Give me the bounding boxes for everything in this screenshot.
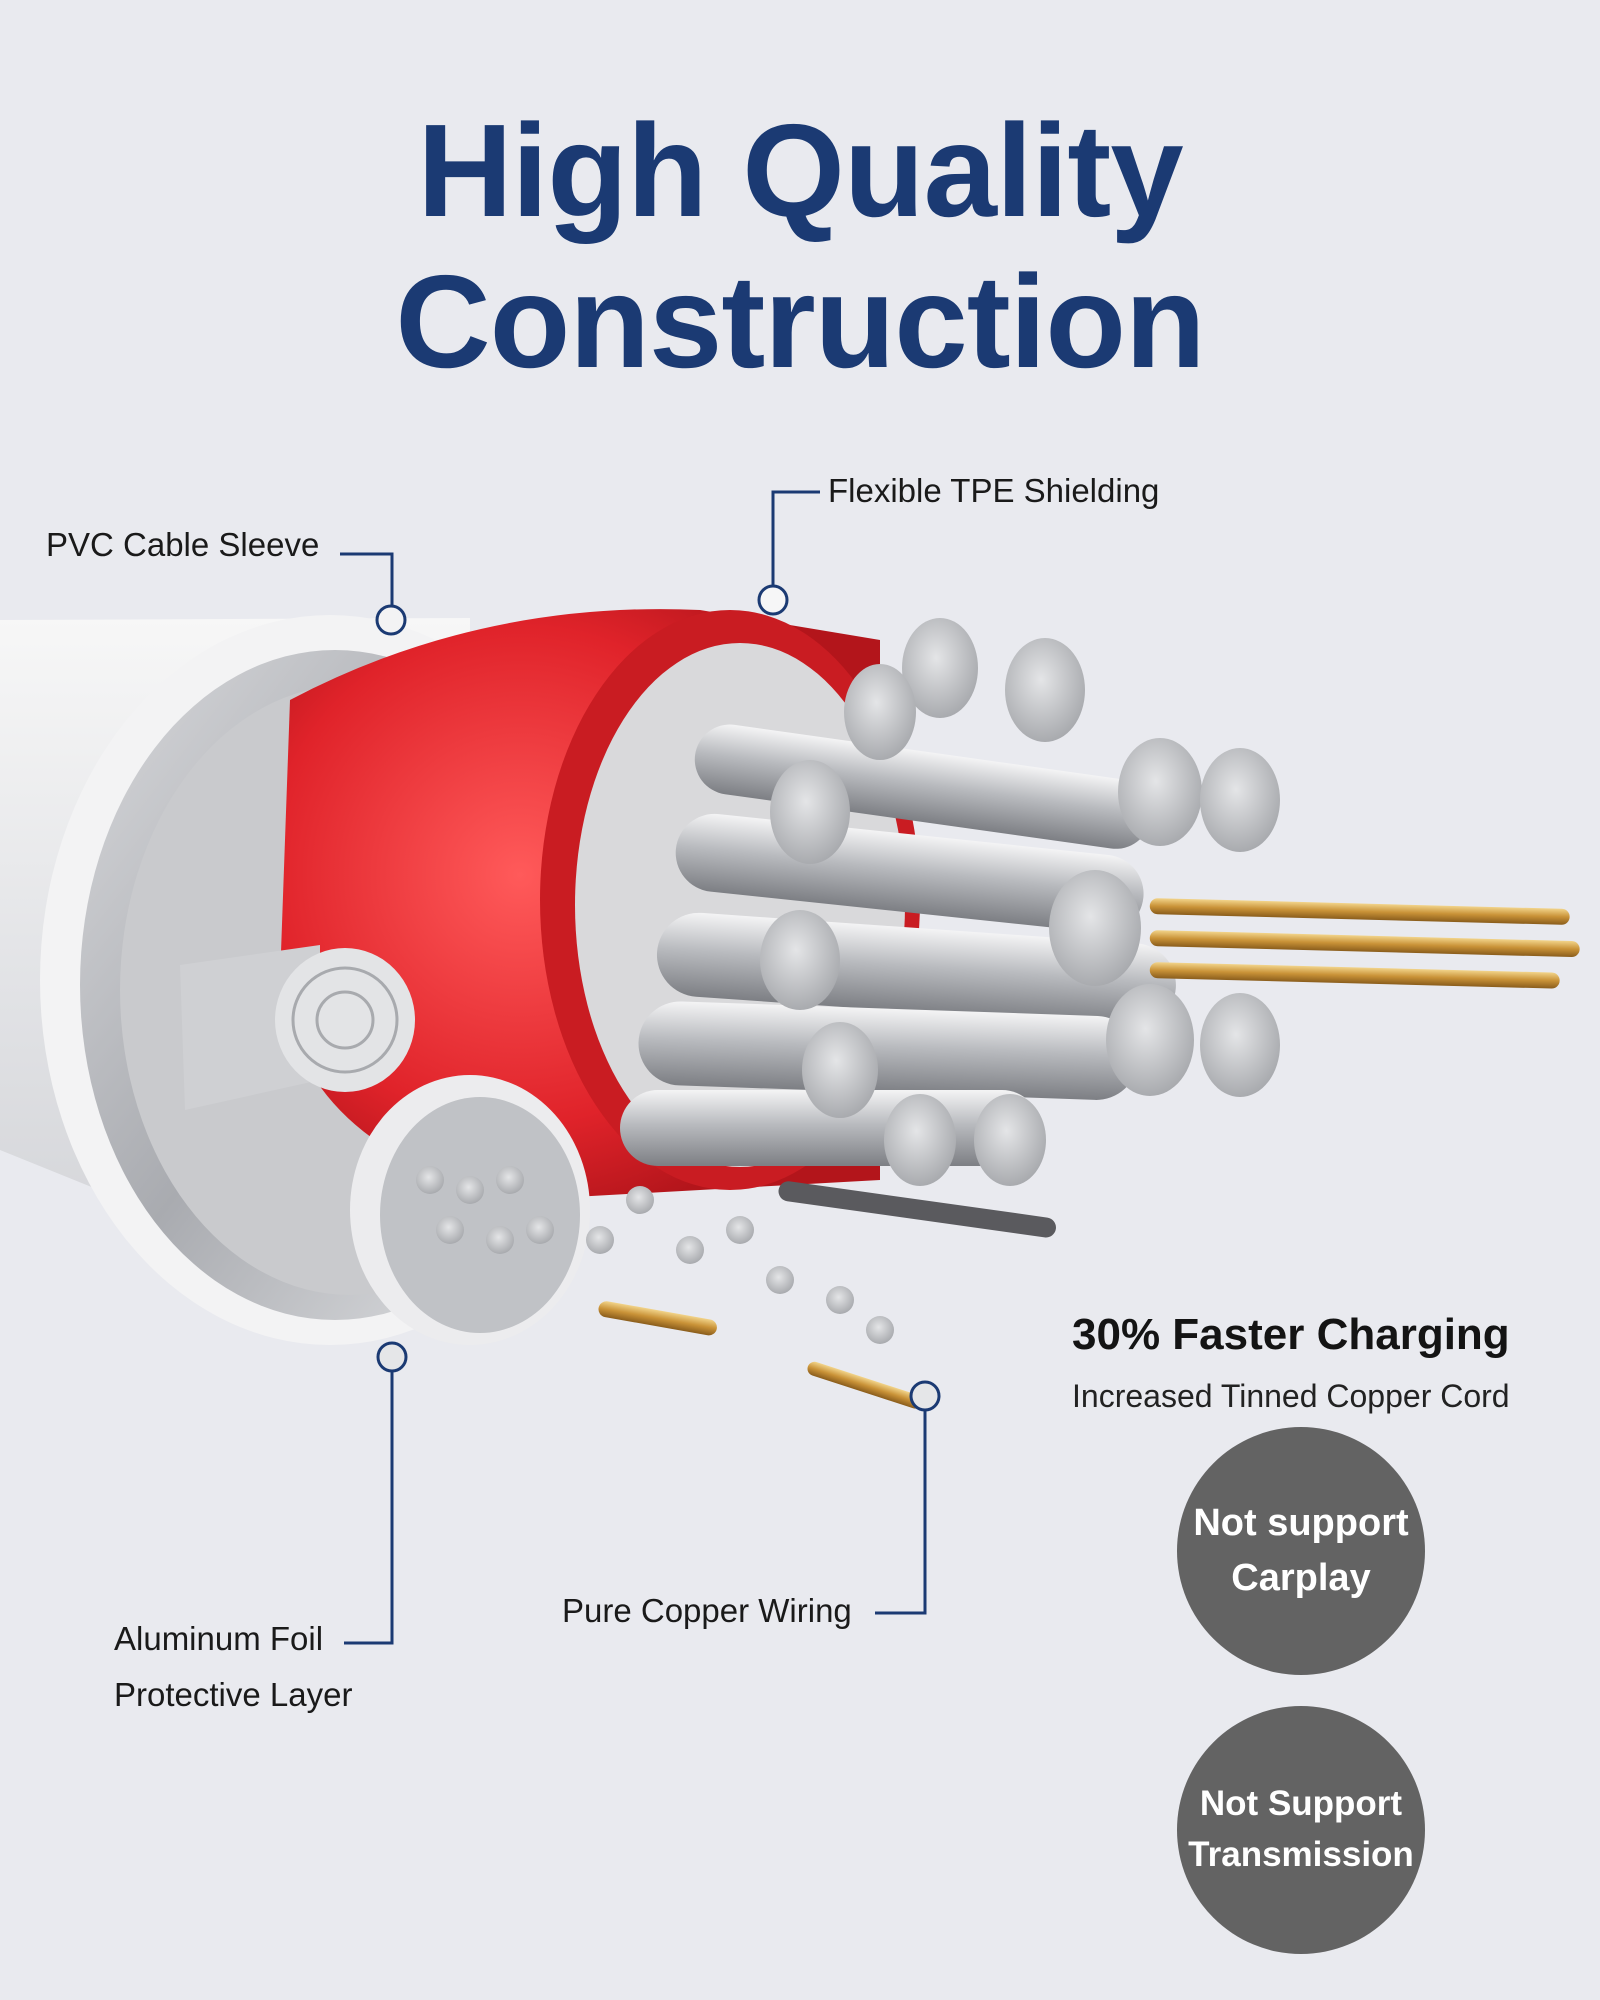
small-wire-bundle xyxy=(350,1075,1056,1409)
callout-lines xyxy=(340,490,941,1645)
badge-line: Not Support xyxy=(1199,1784,1403,1824)
aluminum-filler-strand xyxy=(180,945,415,1110)
label-pure-copper-wiring: Pure Copper Wiring xyxy=(562,1592,852,1629)
label-aluminum-foil-line2: Protective Layer xyxy=(114,1676,353,1713)
label-aluminum-foil-line1: Aluminum Foil xyxy=(114,1620,324,1657)
copper-wires-top xyxy=(1149,898,1580,989)
page-title: High Quality Construction xyxy=(395,97,1205,395)
conductor-strands xyxy=(620,618,1280,1186)
label-pvc-cable-sleeve: PVC Cable Sleeve xyxy=(46,526,320,563)
feature-title: 30% Faster Charging xyxy=(1072,1310,1510,1359)
label-tpe-shielding: Flexible TPE Shielding xyxy=(828,472,1160,509)
feature-subtitle: Increased Tinned Copper Cord xyxy=(1072,1378,1510,1414)
badge-line: Carplay xyxy=(1231,1557,1371,1599)
badge-line: Not support xyxy=(1193,1501,1409,1544)
badge-line: Transmission xyxy=(1188,1835,1414,1874)
badge-not-support-transmission: Not Support Transmission xyxy=(1177,1706,1425,1954)
badge-not-support-carplay: Not support Carplay xyxy=(1177,1427,1425,1675)
